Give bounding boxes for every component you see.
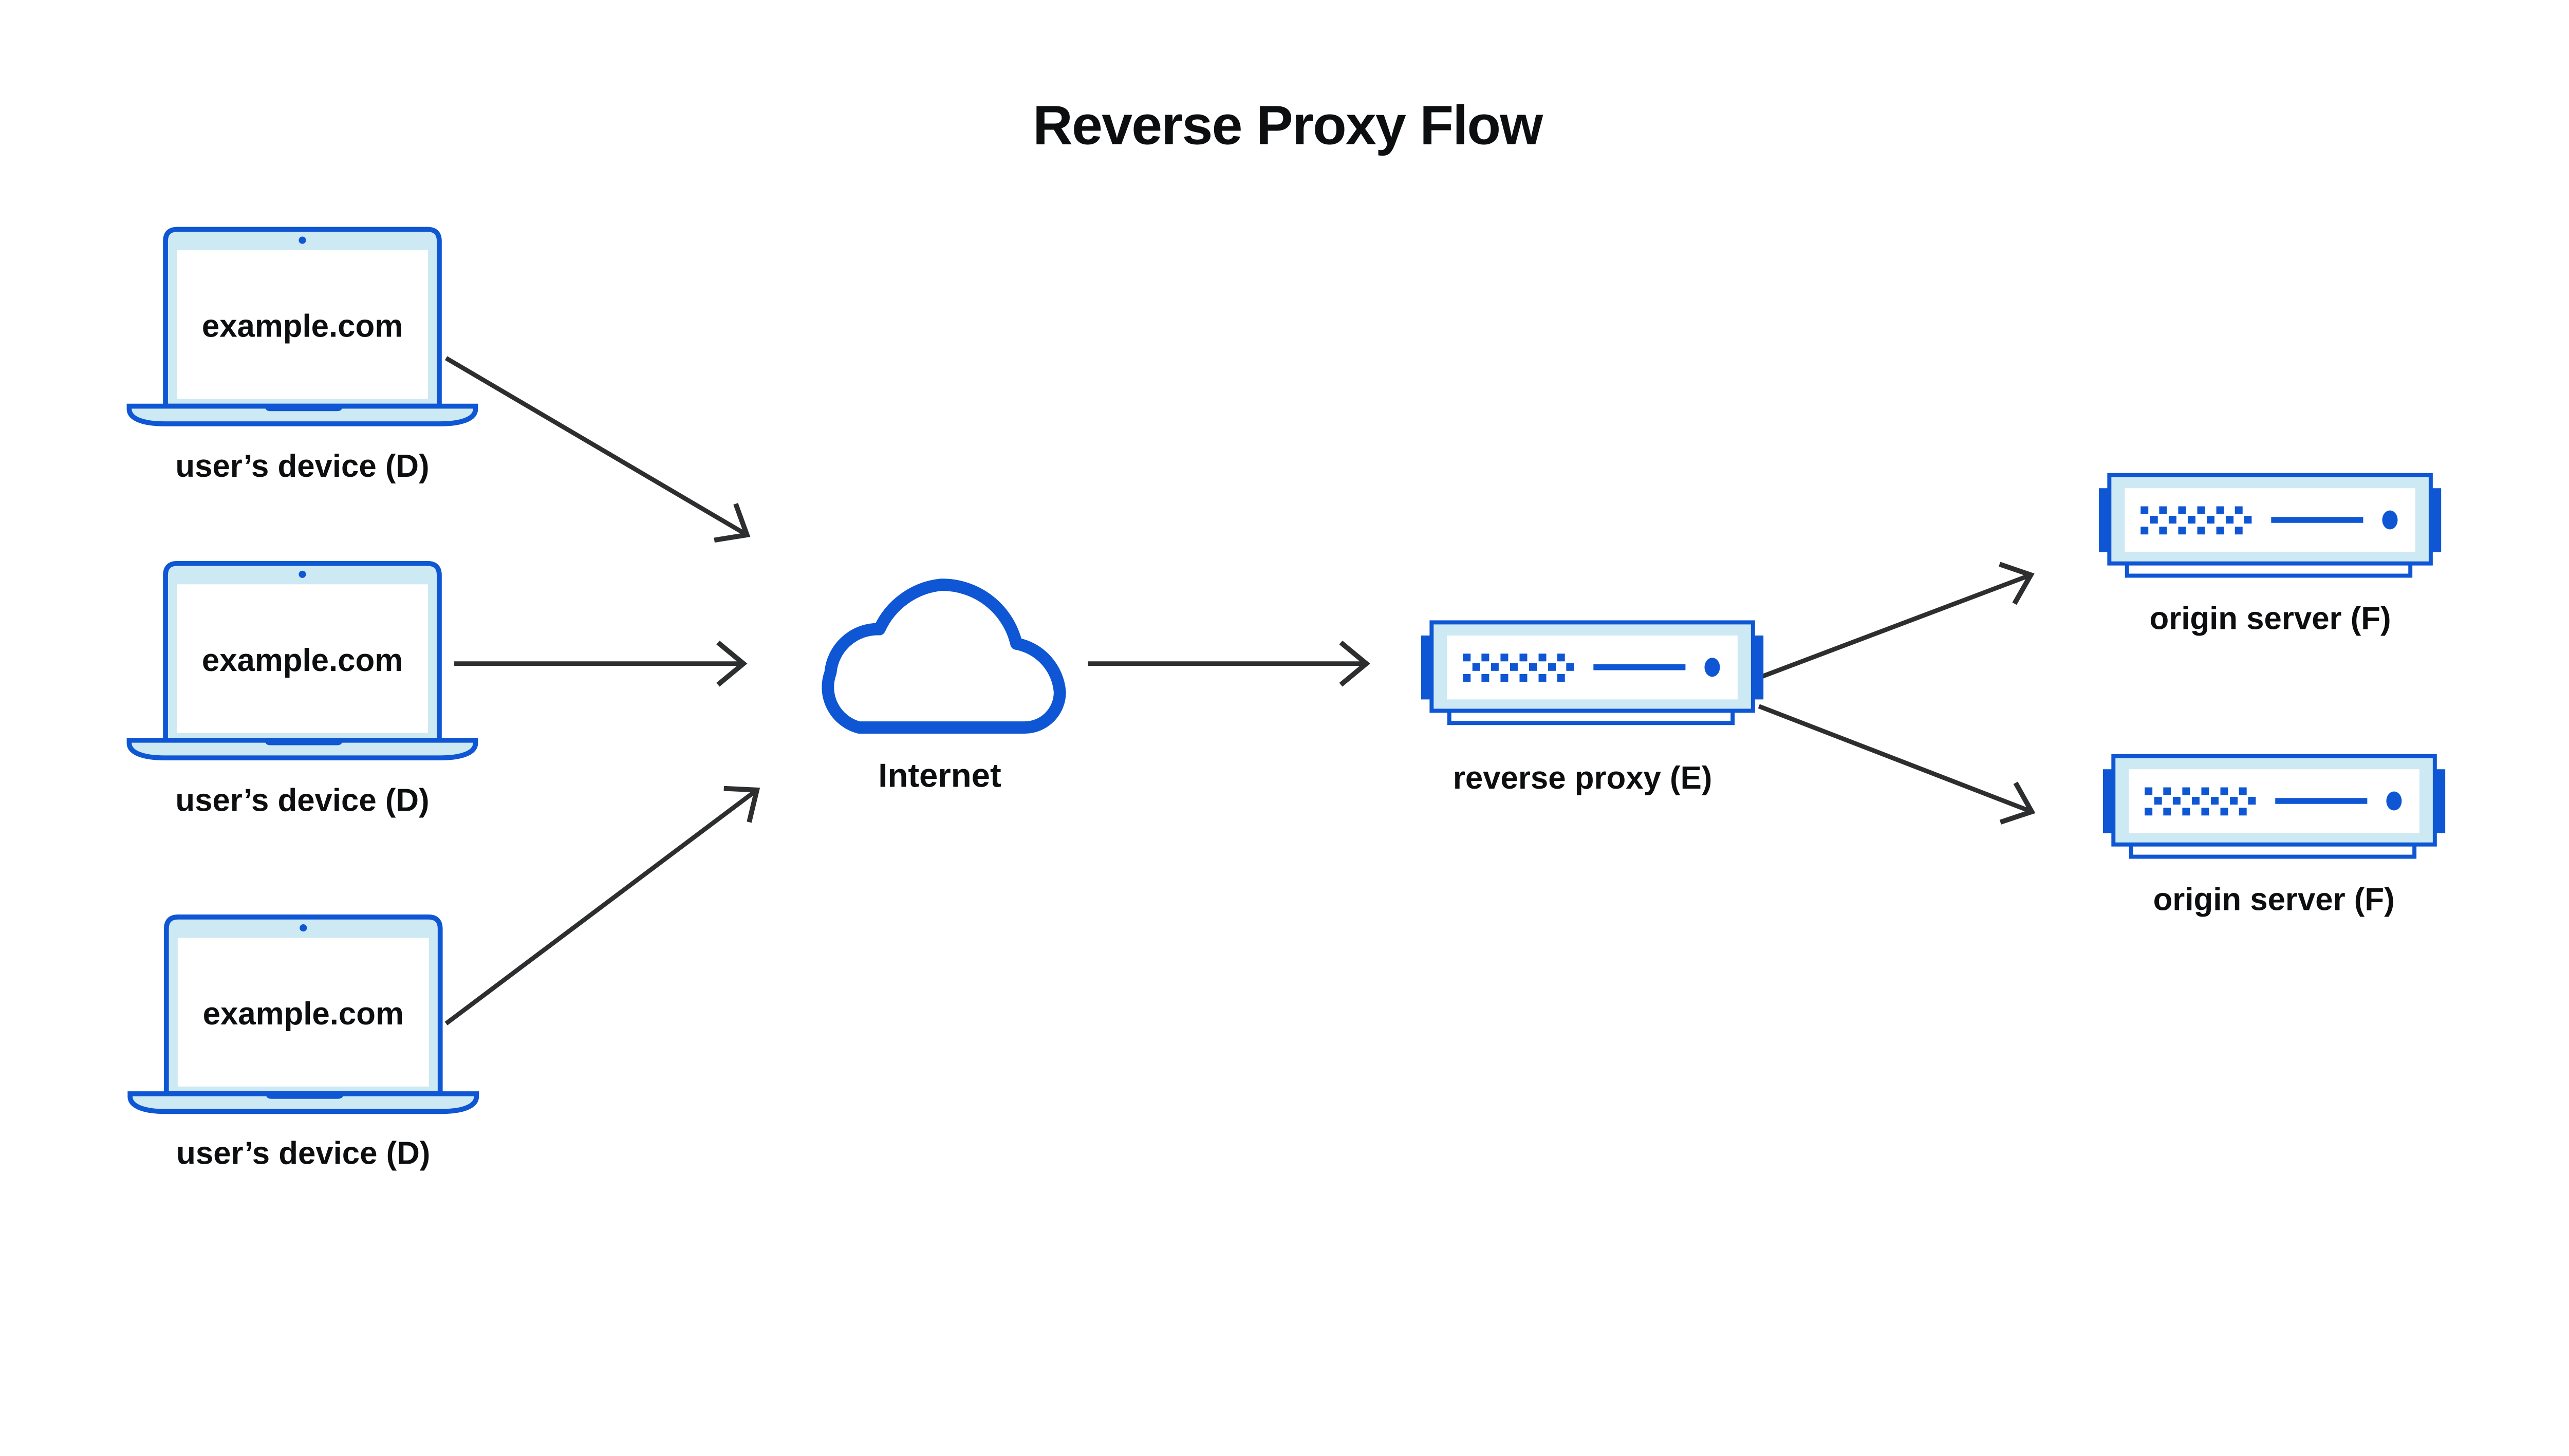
node-user-device-2: example.com user’s device (D) <box>129 564 475 818</box>
origin-server-2-label: origin server (F) <box>2153 882 2395 918</box>
device2-label: user’s device (D) <box>175 782 429 818</box>
reverse-proxy-label: reverse proxy (E) <box>1453 760 1712 796</box>
diagram-canvas: Reverse Proxy Flow example.com user’s de… <box>126 94 2448 1171</box>
arrow-device1-internet <box>444 356 751 543</box>
node-internet: Internet <box>822 578 1066 794</box>
device1-label: user’s device (D) <box>175 449 429 484</box>
reverse-proxy-flow-diagram: Reverse Proxy Flow example.com user’s de… <box>126 94 2448 1171</box>
node-user-device-1: example.com user’s device (D) <box>129 229 475 484</box>
device3-label: user’s device (D) <box>176 1136 430 1171</box>
device3-screen-text: example.com <box>203 996 404 1032</box>
server-icon <box>2099 475 2441 576</box>
server-icon <box>1421 622 1763 723</box>
arrow-proxy-origin2 <box>1758 704 2036 825</box>
device1-screen-text: example.com <box>202 309 403 344</box>
node-reverse-proxy: reverse proxy (E) <box>1421 622 1763 796</box>
internet-label: Internet <box>878 757 1001 794</box>
node-user-device-3: example.com user’s device (D) <box>130 917 476 1171</box>
flow-arrows <box>444 356 2036 1025</box>
device2-screen-text: example.com <box>202 643 403 678</box>
node-origin-server-1: origin server (F) <box>2099 475 2441 637</box>
cloud-icon <box>822 578 1066 734</box>
arrow-device3-internet <box>444 786 760 1025</box>
page-title: Reverse Proxy Flow <box>1033 95 1543 156</box>
node-origin-server-2: origin server (F) <box>2103 756 2445 918</box>
origin-server-1-label: origin server (F) <box>2150 601 2391 637</box>
arrow-proxy-origin1 <box>1758 562 2035 680</box>
server-icon <box>2103 756 2445 857</box>
